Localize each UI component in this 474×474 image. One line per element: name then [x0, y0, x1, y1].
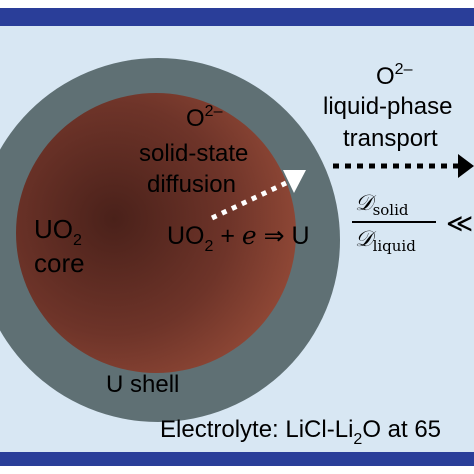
electrolyte-label: Electrolyte: LiCl-Li2O at 65 [160, 416, 441, 448]
solid-ion-label: O2– [186, 103, 223, 132]
reaction-label: UO2 + e ⇒ U [167, 221, 310, 255]
diffusion-arrow-head [283, 170, 306, 193]
liquid-transport-line2: transport [343, 125, 438, 152]
ratio-denominator: 𝒟liquid [355, 227, 416, 255]
solid-diffusion-line1: solid-state [139, 140, 248, 167]
liquid-transport-line1: liquid-phase [323, 93, 452, 120]
uo2-core [16, 93, 296, 373]
diffusion-arrow-shaft [210, 180, 288, 221]
solid-diffusion-line2: diffusion [147, 171, 236, 198]
transport-arrow-head [458, 154, 474, 178]
ratio-numerator: 𝒟solid [355, 191, 409, 219]
shell-label: U shell [106, 371, 179, 398]
core-label-line2: core [34, 248, 85, 278]
liquid-ion-label: O2– [376, 61, 413, 90]
core-label-line1: UO2 [34, 214, 82, 249]
ratio-relation: ≪ [446, 208, 473, 238]
